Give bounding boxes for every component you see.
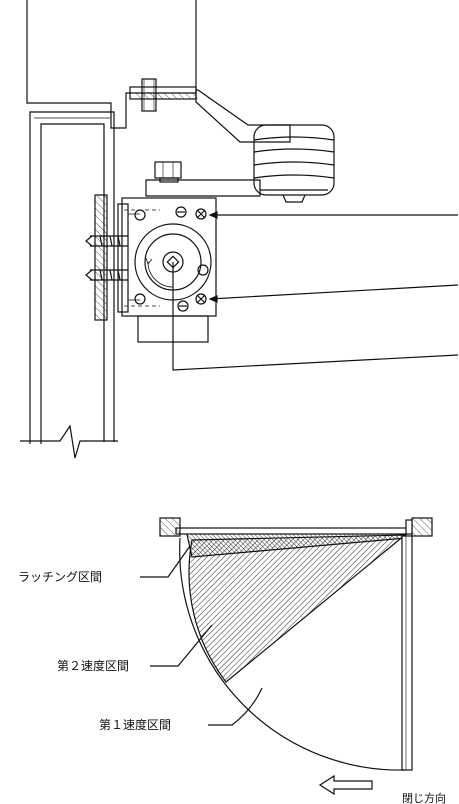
left-end-block <box>159 517 181 537</box>
label-latching-zone: ラッチング区間 <box>18 570 102 584</box>
door-open-position <box>401 535 413 771</box>
leader-line-spindle <box>172 262 459 371</box>
leader-latching <box>140 545 191 578</box>
body-arm-plate <box>145 179 261 197</box>
mount-hole <box>197 264 209 276</box>
mechanism-section <box>20 0 459 459</box>
close-direction-arrow-icon <box>318 774 373 796</box>
label-close-direction: 閉じ方向 <box>402 791 446 804</box>
leader-speed2 <box>150 624 213 667</box>
frame-header <box>26 0 197 129</box>
mount-hole <box>134 293 146 305</box>
top-rail <box>175 527 409 535</box>
leader-line-valve-2 <box>209 284 459 300</box>
right-end-block <box>411 517 433 537</box>
closer-arm <box>195 89 291 143</box>
door-leaf <box>29 111 115 444</box>
label-second-speed-zone: 第２速度区間 <box>57 658 129 673</box>
break-line <box>20 424 118 459</box>
speed1-zone <box>179 537 406 771</box>
speed-valve-1-icon <box>175 206 207 220</box>
mounting-plate <box>94 194 108 321</box>
leader-speed1 <box>208 687 263 726</box>
speed-valve-2-icon <box>177 293 207 312</box>
roller-icon <box>253 124 335 203</box>
hex-nut <box>154 161 182 179</box>
speed2-zone <box>188 534 407 683</box>
label-first-speed-zone: 第１速度区間 <box>99 717 171 732</box>
mounting-screws <box>85 235 128 281</box>
mount-hole <box>134 209 146 221</box>
speed-zone-diagram <box>140 517 433 796</box>
